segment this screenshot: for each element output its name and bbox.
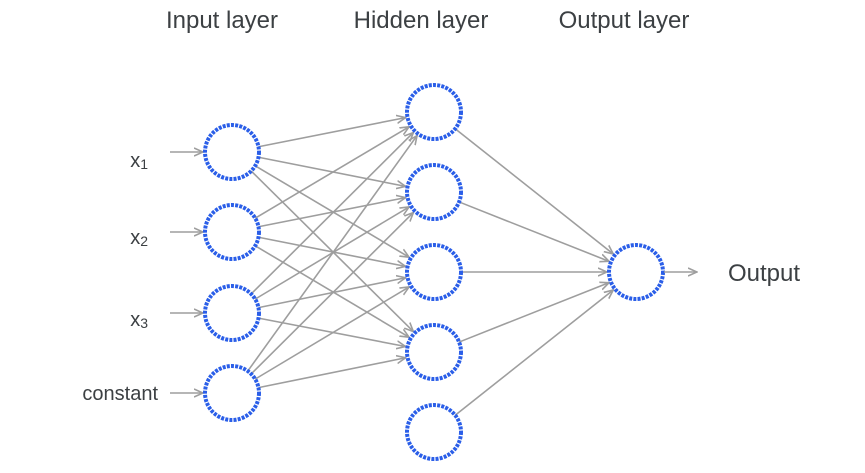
hidden-neuron-5 <box>405 403 463 461</box>
connections <box>247 118 614 416</box>
edge-input4-hidden4 <box>258 358 405 389</box>
hidden-layer-title: Hidden layer <box>354 7 489 34</box>
edge-hidden1-output <box>454 128 613 254</box>
edge-hidden5-output <box>454 290 613 416</box>
edge-input4-hidden1 <box>247 136 417 372</box>
neurons <box>203 83 665 461</box>
hidden-neuron-3 <box>405 243 463 301</box>
input-neuron-3 <box>203 284 261 342</box>
input-neuron-1 <box>203 123 261 181</box>
edge-input2-hidden4 <box>254 245 409 337</box>
edge-hidden2-output <box>458 201 609 261</box>
edge-input4-hidden3 <box>254 287 409 380</box>
input-arrows <box>170 152 203 393</box>
input-label-x1: x1 <box>130 150 148 172</box>
output-layer-title: Output layer <box>559 7 690 34</box>
input-label-x3: x3 <box>130 309 148 331</box>
input-neuron-4 <box>203 364 261 422</box>
edge-input2-hidden1 <box>254 127 409 219</box>
hidden-neuron-2 <box>405 163 463 221</box>
output-label: Output <box>728 260 800 287</box>
edge-input1-hidden1 <box>258 118 405 148</box>
hidden-neuron-4 <box>405 323 463 381</box>
edge-input3-hidden1 <box>250 132 413 295</box>
input-labels: x1 x2 x3 constant <box>82 150 158 405</box>
edge-input2-hidden2 <box>258 198 405 228</box>
edge-hidden4-output <box>458 283 609 343</box>
input-layer-title: Input layer <box>166 7 278 34</box>
edge-input4-hidden2 <box>250 212 413 375</box>
edge-input2-hidden3 <box>258 236 405 266</box>
input-label-x2: x2 <box>130 227 148 249</box>
input-neuron-2 <box>203 203 261 261</box>
output-neuron <box>607 243 665 301</box>
hidden-neuron-1 <box>405 83 463 141</box>
input-label-constant: constant <box>82 383 158 405</box>
